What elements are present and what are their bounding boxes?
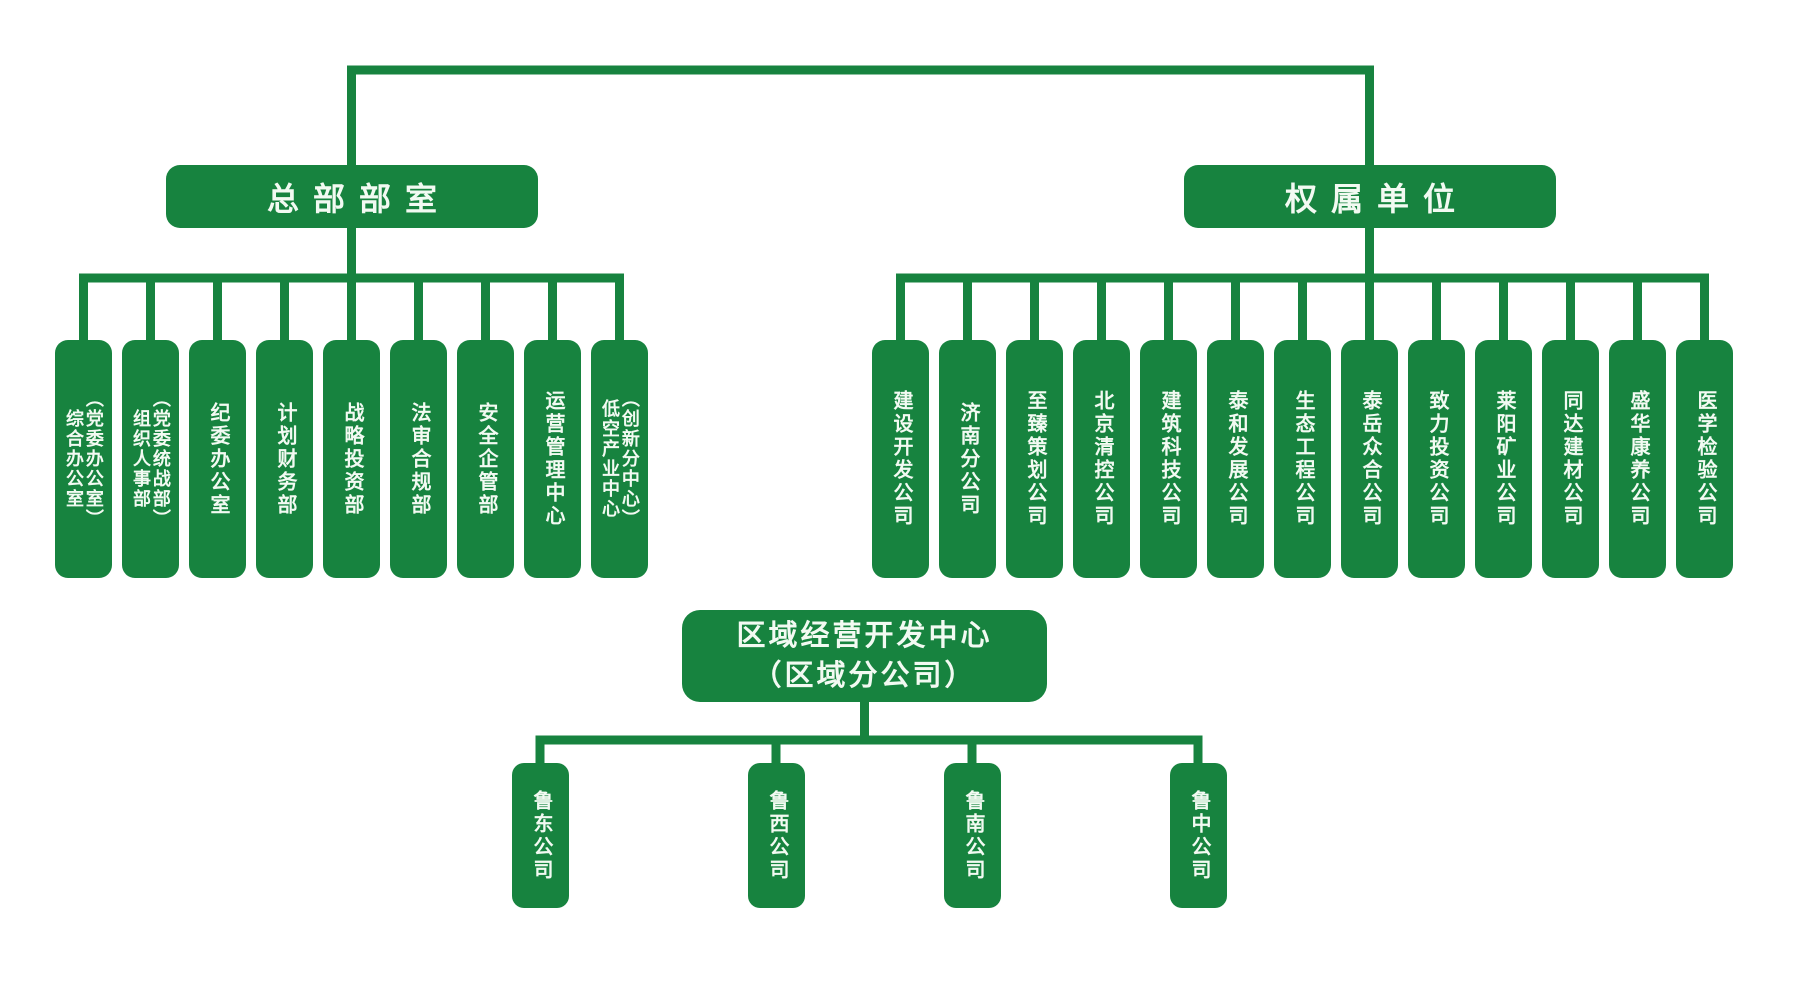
regional-company-label: 鲁南公司: [962, 789, 984, 882]
branch-header-hq: 总部部室: [166, 165, 538, 228]
company-label: 至臻策划公司: [1024, 390, 1046, 528]
dept-label: 组织人事部: [131, 409, 151, 509]
regional-comb-line: [535, 735, 1203, 766]
company-label: 莱阳矿业公司: [1493, 390, 1515, 528]
regional-company-label: 鲁东公司: [530, 789, 552, 882]
regional-child-stems: [771, 736, 977, 766]
company-label: 致力投资公司: [1426, 390, 1448, 528]
company-label: 济南分公司: [957, 401, 979, 517]
company-box-taihefazhan: 泰和发展公司: [1207, 340, 1264, 578]
regional-company-label: 鲁中公司: [1188, 789, 1210, 882]
dept-label: 低空产业中心: [600, 399, 620, 519]
dept-box-anquan: 安全企管部: [457, 340, 514, 578]
regional-center-title: 区域经营开发中心: [736, 619, 993, 652]
regional-center-subtitle: （区域分公司）: [752, 660, 977, 692]
company-label: 同达建材公司: [1560, 390, 1582, 528]
company-label: 北京清控公司: [1091, 390, 1113, 528]
dept-label: 综合办公室: [64, 409, 84, 509]
dept-label: 战略投资部: [341, 401, 363, 517]
regional-box-lunan: 鲁南公司: [944, 763, 1001, 908]
subsidiaries-child-stems: [963, 274, 1642, 344]
company-box-zhilitouzi: 致力投资公司: [1408, 340, 1465, 578]
top-bracket-line: [347, 65, 1374, 172]
dept-label: 法审合规部: [408, 401, 430, 517]
dept-box-jihua: 计划财务部: [256, 340, 313, 578]
dept-box-fashen: 法审合规部: [390, 340, 447, 578]
dept-box-jiwei: 纪委办公室: [189, 340, 246, 578]
dept-box-yunying: 运营管理中心: [524, 340, 581, 578]
dept-box-zhanlue: 战略投资部: [323, 340, 380, 578]
company-label: 泰岳众合公司: [1359, 390, 1381, 528]
regional-box-ludong: 鲁东公司: [512, 763, 569, 908]
hq-child-stems: [146, 274, 557, 344]
dept-box-zonghe: 综合办公室 （党委办公室）: [55, 340, 112, 578]
company-box-jinanfen: 济南分公司: [939, 340, 996, 578]
company-box-taiyuezhonghe: 泰岳众合公司: [1341, 340, 1398, 578]
regional-company-label: 鲁西公司: [766, 789, 788, 882]
company-box-beijingqingkong: 北京清控公司: [1073, 340, 1130, 578]
regional-center-box: 区域经营开发中心 （区域分公司）: [682, 610, 1047, 702]
company-box-yixuejianyan: 医学检验公司: [1676, 340, 1733, 578]
company-box-tongdajiancai: 同达建材公司: [1542, 340, 1599, 578]
company-box-jianzhukeji: 建筑科技公司: [1140, 340, 1197, 578]
company-label: 泰和发展公司: [1225, 390, 1247, 528]
regional-box-luxi: 鲁西公司: [748, 763, 805, 908]
dept-label: 安全企管部: [475, 401, 497, 517]
dept-box-dikong: 低空产业中心 （创新分中心）: [591, 340, 648, 578]
company-box-shenghuakangyang: 盛华康养公司: [1609, 340, 1666, 578]
company-box-zhizhen: 至臻策划公司: [1006, 340, 1063, 578]
dept-label: 纪委办公室: [207, 401, 229, 517]
dept-sub-label: （创新分中心）: [619, 389, 640, 529]
company-box-laiyangkuangye: 莱阳矿业公司: [1475, 340, 1532, 578]
company-label: 盛华康养公司: [1627, 390, 1649, 528]
dept-label: 运营管理中心: [542, 390, 564, 528]
company-label: 建筑科技公司: [1158, 390, 1180, 528]
company-label: 医学检验公司: [1694, 390, 1716, 528]
regional-box-luzhong: 鲁中公司: [1170, 763, 1227, 908]
dept-label: 计划财务部: [274, 401, 296, 517]
dept-sub-label: （党委统战部）: [150, 389, 171, 529]
dept-box-zuzhi: 组织人事部 （党委统战部）: [122, 340, 179, 578]
company-label: 建设开发公司: [890, 390, 912, 528]
dept-sub-label: （党委办公室）: [83, 389, 104, 529]
company-box-shengtaigongcheng: 生态工程公司: [1274, 340, 1331, 578]
company-box-jianshekaifa: 建设开发公司: [872, 340, 929, 578]
branch-header-subsidiaries: 权属单位: [1184, 165, 1556, 228]
company-label: 生态工程公司: [1292, 390, 1314, 528]
